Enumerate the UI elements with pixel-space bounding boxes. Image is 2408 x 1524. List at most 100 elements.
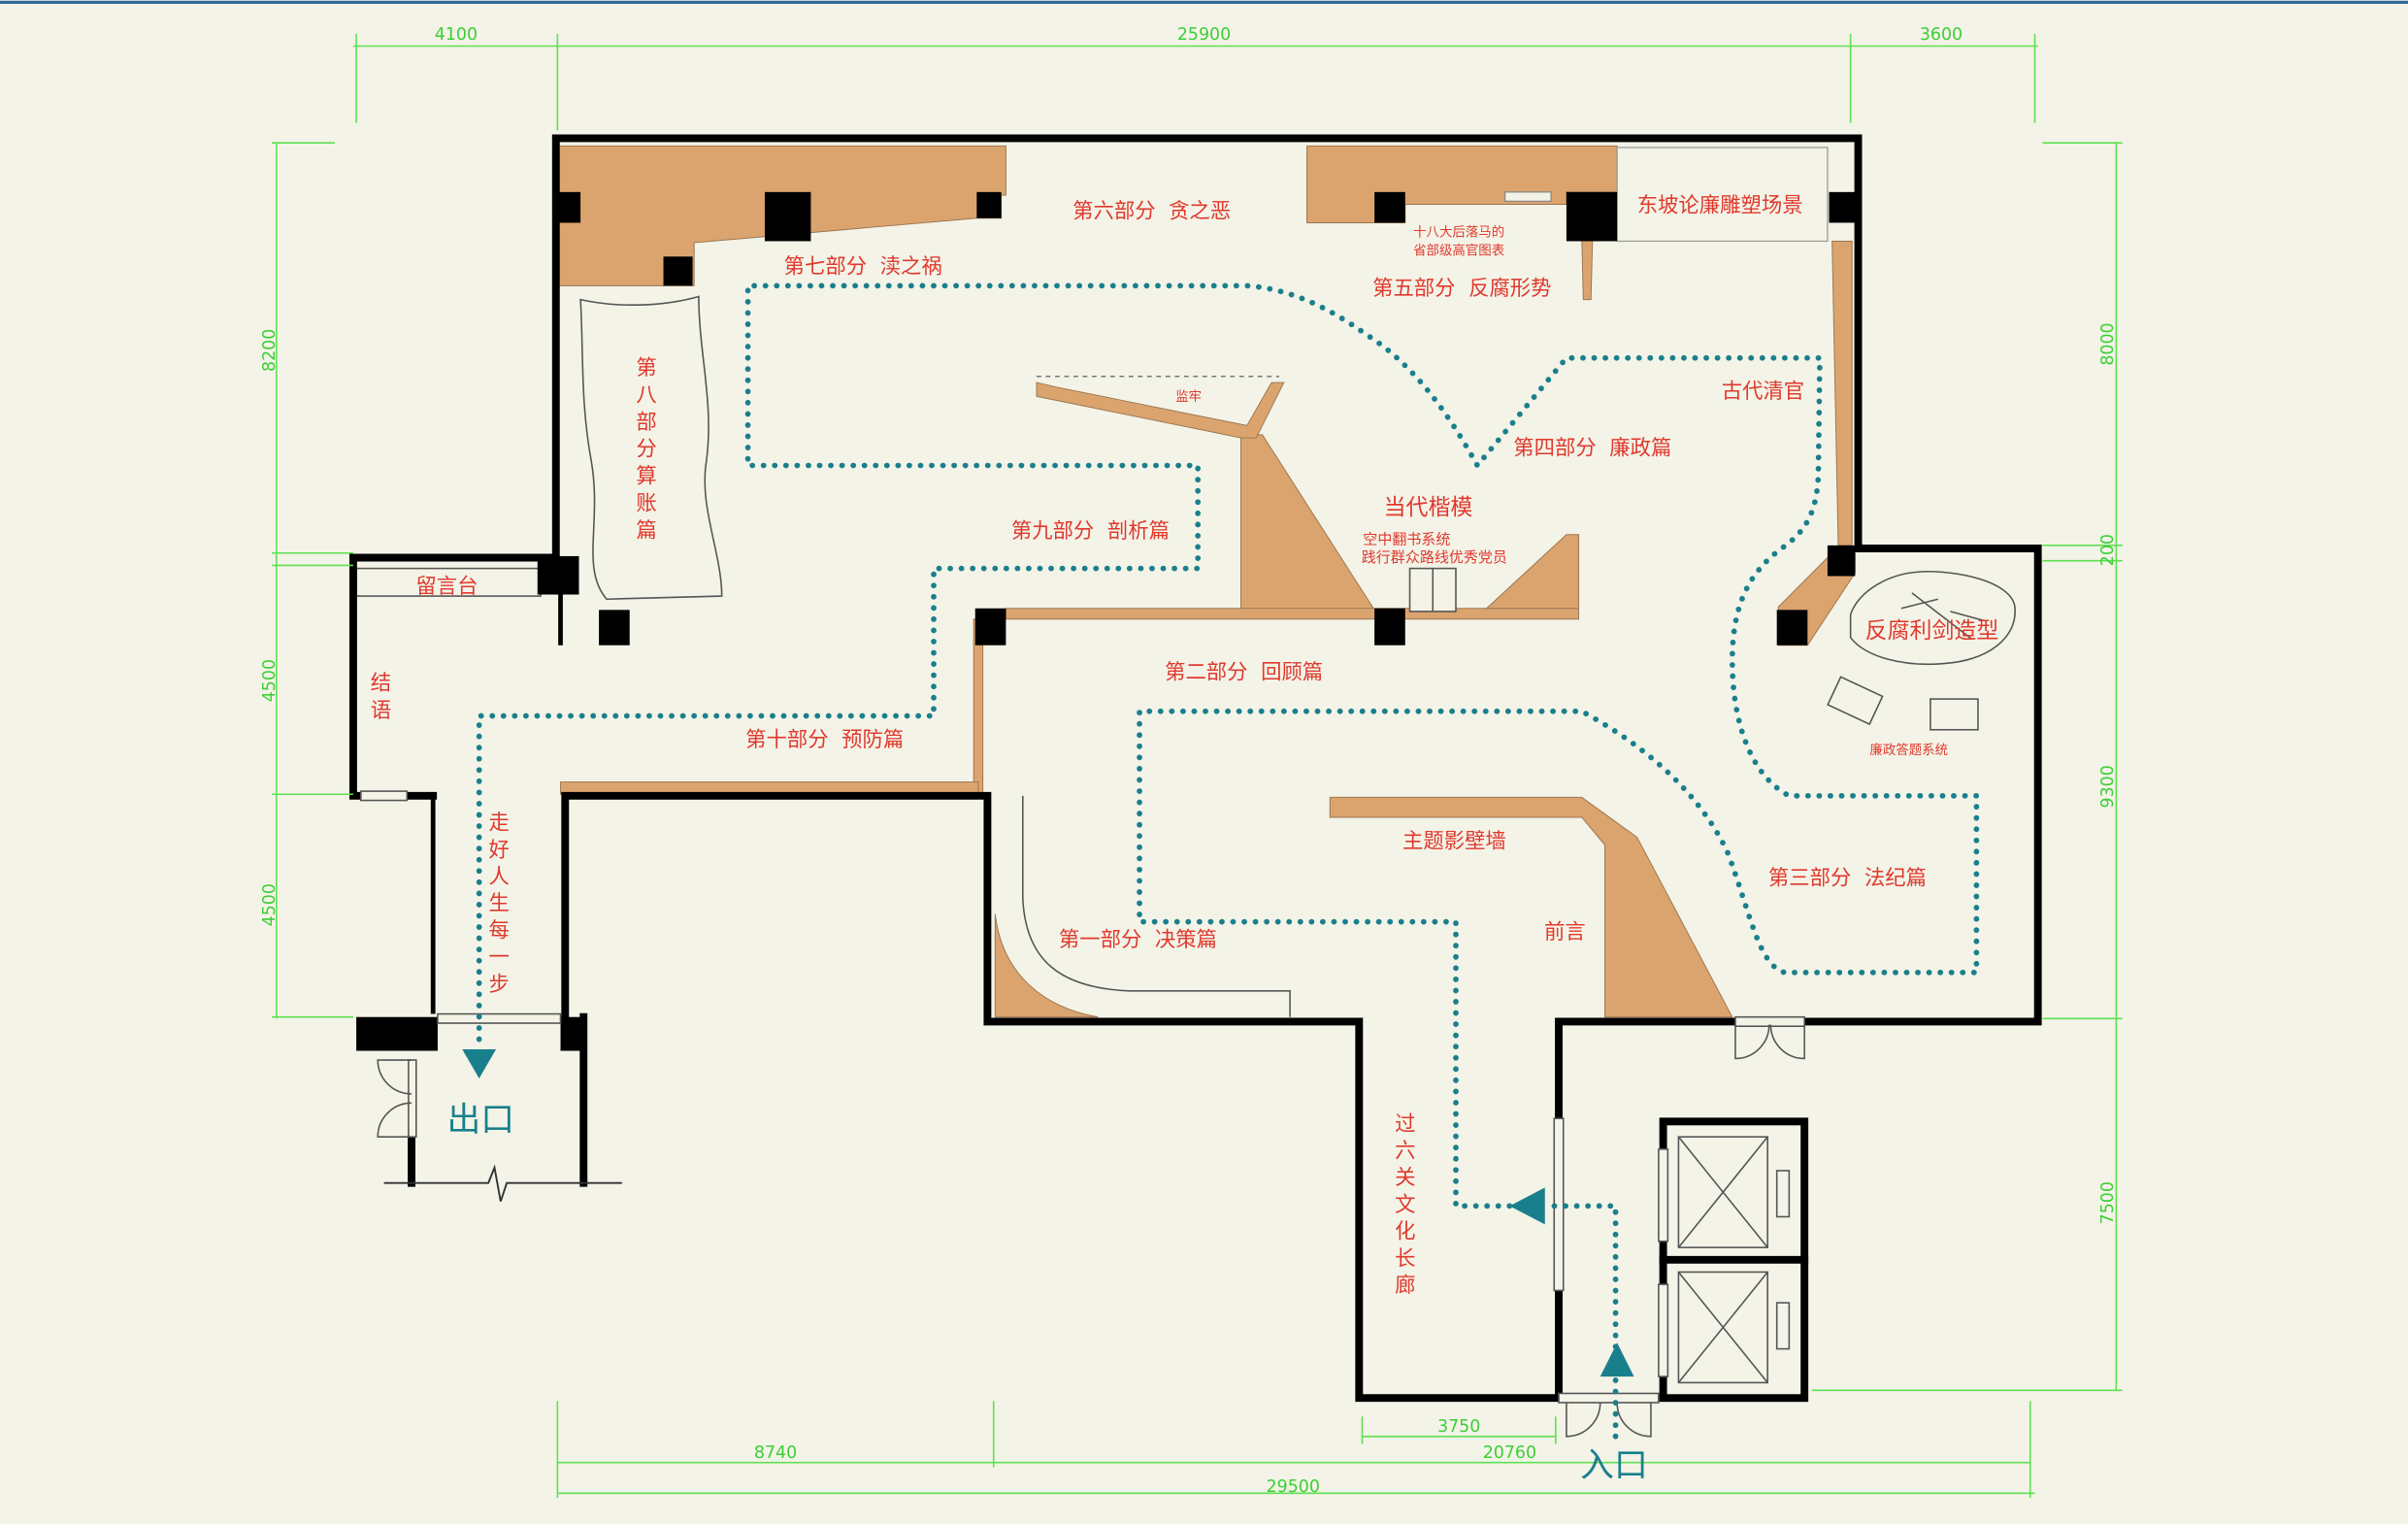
dimension-line-right: [1812, 142, 2123, 1392]
dimension-left-3: 4500: [260, 883, 280, 926]
dongpo-sculpture-area: [1616, 147, 1829, 243]
pillar: [560, 1016, 585, 1051]
label-part-6: 第六部分 贪之恶: [1072, 200, 1231, 224]
glass-partition: [1558, 1392, 1660, 1404]
quiz-kiosk: [1930, 698, 1979, 731]
pillar: [976, 191, 1002, 218]
label-model-members: 践行群众路线优秀党员: [1362, 548, 1507, 566]
label-part-5: 第五部分 反腐形势: [1372, 277, 1551, 301]
label-preface: 前言: [1544, 920, 1586, 944]
label-part-4: 第四部分 廉政篇: [1513, 436, 1671, 460]
label-fallen-officials-line-1: 十八大后落马的: [1413, 225, 1504, 241]
label-part-1: 第一部分 决策篇: [1059, 928, 1217, 952]
exterior-walls: [348, 134, 2042, 1403]
label-epilogue: 结语: [371, 672, 391, 723]
label-part-10: 第十部分 预防篇: [745, 728, 904, 752]
dimension-right-4: 7500: [2098, 1181, 2118, 1224]
entrance-door: [1566, 1402, 1652, 1438]
label-anti-corruption-sword: 反腐利剑造型: [1865, 618, 1999, 644]
label-flipbook-system: 空中翻书系统: [1363, 530, 1450, 547]
dimension-left-2: 4500: [260, 659, 280, 702]
interior-walls: [430, 594, 563, 1014]
dimension-line-bottom: [556, 1401, 2035, 1499]
pillar: [1776, 610, 1808, 646]
label-culture-corridor: 过六关文化长廊: [1395, 1112, 1415, 1298]
dimension-top-2: 25900: [1177, 25, 1231, 45]
pillar: [1374, 191, 1405, 223]
pillar: [537, 555, 579, 595]
dimension-top-3: 3600: [1920, 25, 1963, 45]
quiz-kiosk: [1827, 676, 1884, 726]
label-part-8: 第八部分算账篇: [636, 356, 656, 543]
label-life-path: 走好人生每一步: [489, 812, 510, 997]
pillar: [1566, 191, 1618, 242]
label-dongpo-sculpture: 东坡论廉雕塑场景: [1637, 193, 1803, 217]
visitor-route: [462, 282, 1980, 1440]
sword-icon: [1900, 592, 1985, 641]
elevator-car: [1677, 1271, 1768, 1384]
pillar: [663, 256, 693, 286]
prison-panel: [1036, 381, 1285, 439]
curved-display-wall: [1022, 795, 1291, 1017]
label-message-desk: 留言台: [415, 575, 478, 599]
label-part-9: 第九部分 剖析篇: [1011, 519, 1170, 544]
glass-partition: [1734, 1015, 1805, 1028]
exit-door: [377, 1059, 412, 1138]
exhibit-panel: [1485, 534, 1580, 610]
sword-sculpture: [1849, 570, 2016, 666]
label-theme-wall: 主题影壁墙: [1402, 830, 1506, 854]
route-arrow-left-icon: [1509, 1187, 1545, 1225]
exhibit-panel: [994, 913, 1099, 1018]
label-exit: 出口: [446, 1101, 514, 1140]
label-quiz-system: 廉政答题系统: [1869, 742, 1948, 758]
dimension-lines: 4100 25900 3600 8200 4500 4500 8000 200 …: [260, 25, 2123, 1499]
fixtures: [355, 147, 2016, 1017]
pillar: [1374, 608, 1405, 646]
elevator-shafts: [1658, 1117, 1809, 1403]
dimension-right-3: 9300: [2098, 765, 2118, 808]
glass-partition: [408, 1059, 417, 1138]
chart-board: [1503, 191, 1552, 202]
label-modern-models: 当代楷模: [1384, 495, 1473, 520]
label-part-2: 第二部分 回顾篇: [1165, 661, 1323, 685]
elevator-door: [1658, 1283, 1669, 1377]
dimension-right-1: 8000: [2098, 322, 2118, 365]
pillar: [1829, 191, 1856, 223]
dimension-right-2: 200: [2098, 534, 2118, 566]
pillar: [599, 610, 630, 646]
dimension-bottom-2: 20760: [1483, 1443, 1536, 1463]
label-prison: 监牢: [1175, 389, 1202, 405]
labels: 第六部分 贪之恶 十八大后落马的 省部级高官图表 东坡论廉雕塑场景 第七部分 渎…: [371, 193, 1999, 1485]
label-part-7: 第七部分 渎之祸: [784, 255, 942, 280]
elevator-door: [1658, 1148, 1669, 1242]
message-desk: [355, 567, 542, 597]
elevator-car: [1677, 1136, 1768, 1248]
break-line: [383, 1164, 622, 1202]
dimension-line-top: [352, 33, 2038, 131]
label-entrance: 入口: [1580, 1446, 1648, 1485]
label-part-3: 第三部分 法纪篇: [1768, 867, 1927, 891]
glass-partition: [437, 1012, 562, 1024]
dimension-corridor: 3750: [1437, 1417, 1480, 1437]
dimension-line-left: [272, 142, 353, 1019]
pillar: [555, 191, 581, 223]
dimension-bottom-1: 8740: [754, 1443, 797, 1463]
theme-wall-panel: [1329, 796, 1733, 1018]
label-ancient-officials: 古代清官: [1722, 380, 1804, 404]
route-arrow-down-icon: [462, 1048, 497, 1079]
side-door: [1734, 1024, 1805, 1060]
dimension-bottom-total: 29500: [1267, 1477, 1320, 1497]
pillar: [764, 191, 811, 242]
elevator-cross-icon: [1677, 1271, 1768, 1383]
part8-display-wall: [579, 295, 723, 601]
window: [360, 790, 409, 802]
exhibit-panel: [1005, 608, 1580, 620]
walls: [348, 134, 2042, 1438]
route-arrow-up-icon: [1600, 1342, 1634, 1377]
elevator-counterweight: [1775, 1170, 1791, 1218]
pillar: [974, 608, 1006, 646]
label-fallen-officials-line-2: 省部级高官图表: [1413, 243, 1504, 259]
dimension-left-1: 8200: [260, 329, 280, 372]
